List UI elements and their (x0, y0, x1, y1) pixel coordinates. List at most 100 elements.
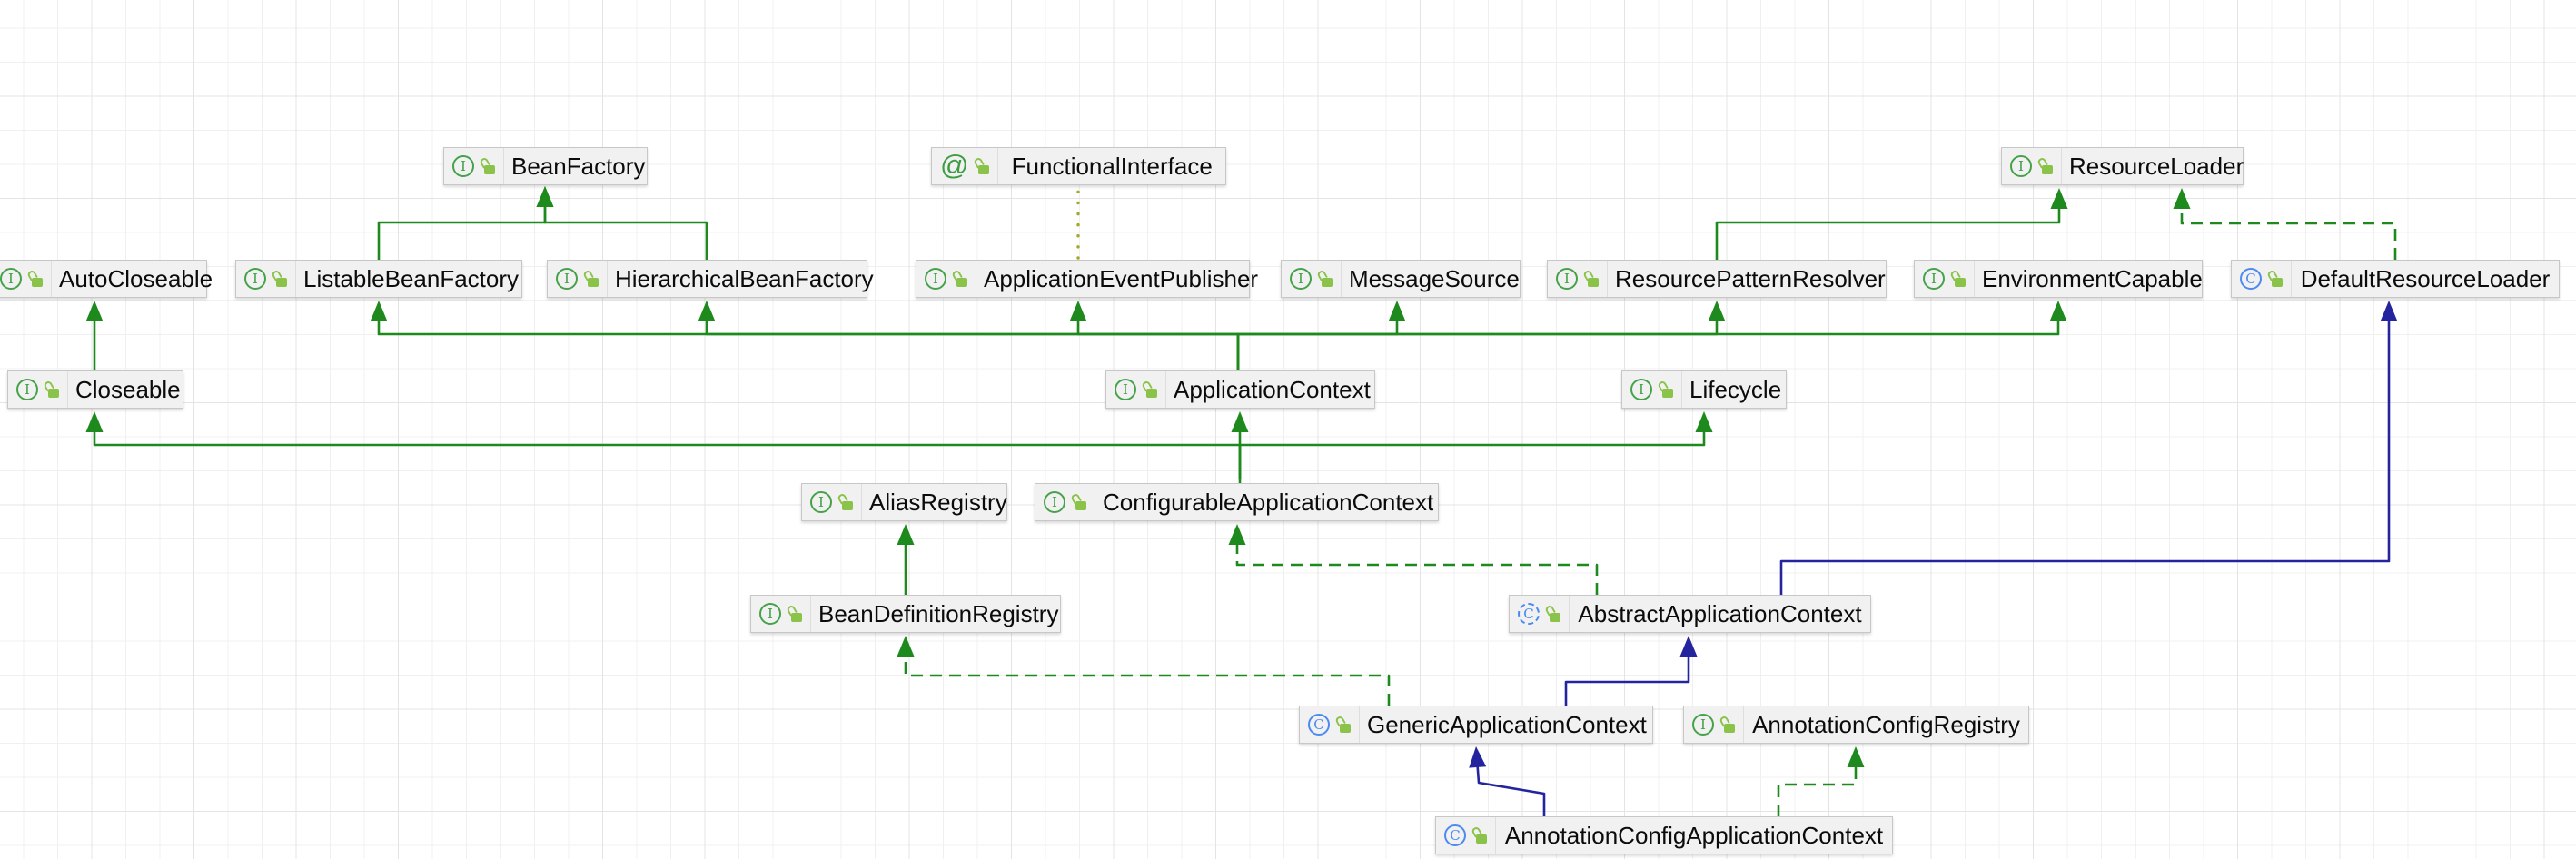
public-lock-icon (1471, 824, 1487, 844)
interface-icon: I (810, 491, 832, 513)
edge-application-context-to-environment-capable (1236, 319, 2060, 370)
node-label: Closeable (75, 375, 181, 403)
node-label: DefaultResourceLoader (2300, 264, 2551, 292)
arrowhead-listable-bean-factory (370, 301, 388, 321)
node-icons: I (1548, 261, 1608, 297)
public-lock-icon (1657, 379, 1673, 399)
node-icons: I (548, 261, 608, 297)
arrowhead-bean-factory (536, 186, 554, 207)
arrowhead-environment-capable (2049, 301, 2067, 321)
interface-icon: I (556, 268, 578, 290)
node-label: EnvironmentCapable (1982, 264, 2203, 292)
node-configurable-application-context[interactable]: I ConfigurableApplicationContext (1035, 483, 1439, 521)
node-closeable[interactable]: I Closeable (7, 370, 183, 409)
node-icons: I (1684, 706, 1744, 743)
edge-annotation-config-application-context-to-annotation-config-registry (1777, 765, 1858, 816)
node-label: AnnotationConfigRegistry (1752, 710, 2020, 738)
node-label: ListableBeanFactory (303, 264, 520, 292)
arrowhead-lifecycle (1695, 411, 1713, 432)
interface-icon: I (1692, 714, 1714, 736)
node-icons: I (751, 596, 811, 632)
public-lock-icon (1141, 379, 1157, 399)
public-lock-icon (271, 268, 287, 288)
node-alias-registry[interactable]: I AliasRegistry (801, 483, 1007, 521)
node-label: AliasRegistry (869, 488, 1007, 516)
node-label: MessageSource (1349, 264, 1520, 292)
node-icons: I (1035, 484, 1095, 520)
public-lock-icon (1070, 491, 1086, 511)
edge-default-resource-loader-to-resource-loader (2180, 206, 2397, 260)
arrowhead-abstract-application-context (1679, 636, 1698, 657)
public-lock-icon (1582, 268, 1599, 288)
node-functional-interface[interactable]: @FunctionalInterface (931, 147, 1226, 185)
node-label: GenericApplicationContext (1367, 710, 1647, 738)
arrowhead-resource-loader (2173, 188, 2191, 209)
interface-icon: I (244, 268, 266, 290)
arrowhead-closeable (85, 411, 104, 432)
edge-hierarchical-bean-factory-to-bean-factory (543, 204, 708, 260)
node-label: AbstractApplicationContext (1578, 599, 1862, 627)
interface-icon: I (1290, 268, 1312, 290)
edge-configurable-application-context-to-lifecycle (1238, 430, 1706, 479)
edge-abstract-application-context-to-default-resource-loader (1779, 319, 2391, 595)
node-icons: C (2232, 261, 2292, 297)
node-label: BeanDefinitionRegistry (818, 599, 1059, 627)
arrowhead-bean-definition-registry (897, 636, 915, 657)
abstract_class-icon: C (1518, 603, 1540, 625)
interface-icon: I (1556, 268, 1578, 290)
arrowhead-alias-registry (897, 524, 915, 545)
public-lock-icon (479, 155, 495, 175)
node-icons: I (236, 261, 296, 297)
node-label: AnnotationConfigApplicationContext (1504, 821, 1884, 849)
node-label: AutoCloseable (59, 264, 213, 292)
arrowhead-resource-pattern-resolver (1708, 301, 1726, 321)
node-icons: @ (932, 148, 999, 184)
node-label: Lifecycle (1689, 375, 1782, 403)
node-message-source[interactable]: I MessageSource (1281, 260, 1521, 298)
public-lock-icon (43, 379, 59, 399)
node-icons: I (0, 261, 52, 297)
node-icons: I (8, 371, 68, 408)
node-listable-bean-factory[interactable]: I ListableBeanFactory (235, 260, 522, 298)
class-icon: C (1444, 824, 1466, 846)
node-label: ApplicationEventPublisher (984, 264, 1259, 292)
interface-icon: I (1044, 491, 1065, 513)
arrowhead-generic-application-context (1469, 746, 1487, 768)
node-icons: I (1915, 261, 1975, 297)
arrowhead-resource-loader (2050, 188, 2068, 209)
arrowhead-annotation-config-registry (1847, 746, 1865, 767)
node-abstract-application-context[interactable]: C AbstractApplicationContext (1509, 595, 1871, 633)
node-label: BeanFactory (511, 152, 646, 180)
public-lock-icon (973, 155, 990, 175)
annotation-icon: @ (940, 149, 969, 181)
public-lock-icon (951, 268, 967, 288)
interface-icon: I (16, 379, 38, 400)
node-icons: C (1436, 817, 1496, 854)
node-label: ResourceLoader (2069, 152, 2244, 180)
node-annotation-config-registry[interactable]: I AnnotationConfigRegistry (1683, 706, 2029, 744)
arrowhead-message-source (1388, 301, 1406, 321)
node-application-event-publisher[interactable]: I ApplicationEventPublisher (916, 260, 1258, 298)
public-lock-icon (2266, 268, 2283, 288)
node-default-resource-loader[interactable]: C DefaultResourceLoader (2231, 260, 2560, 298)
edge-abstract-application-context-to-configurable-application-context (1235, 542, 1599, 595)
public-lock-icon (26, 268, 43, 288)
node-annotation-config-application-context[interactable]: C AnnotationConfigApplicationContext (1435, 816, 1893, 854)
node-environment-capable[interactable]: I EnvironmentCapable (1914, 260, 2203, 298)
interface-icon: I (1923, 268, 1945, 290)
node-icons: I (1622, 371, 1682, 408)
node-label: ConfigurableApplicationContext (1103, 488, 1434, 516)
public-lock-icon (2036, 155, 2053, 175)
node-label: ApplicationContext (1174, 375, 1371, 403)
interface-icon: I (925, 268, 946, 290)
